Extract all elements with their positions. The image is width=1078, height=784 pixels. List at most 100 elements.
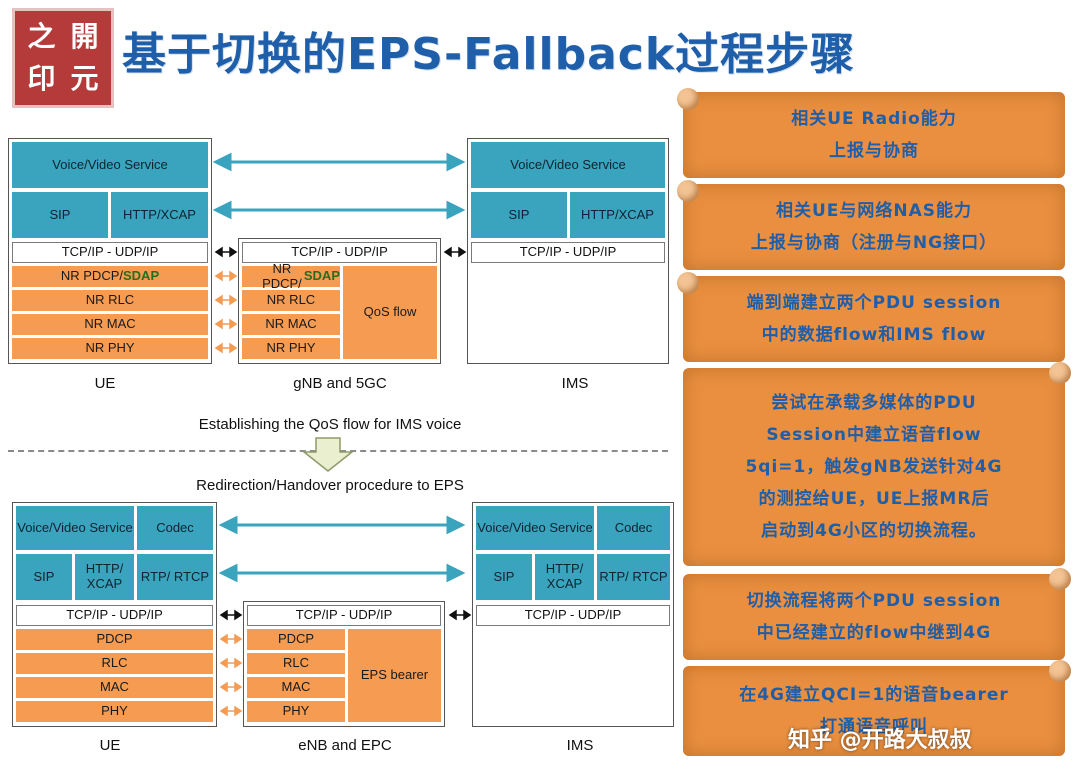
scroll-curl (677, 88, 699, 110)
scroll-curl (677, 272, 699, 294)
gnb-nr-pdcp-sdap: NR PDCP/SDAP (242, 261, 340, 290)
ue-mac: MAC (16, 677, 213, 698)
ue-sdap-label: SDAP (123, 268, 160, 284)
ue-http-xcap-bottom: HTTP/ XCAP (75, 554, 134, 600)
step-5-line-2: 中已经建立的flow中继到4G (756, 623, 992, 643)
ims-sip-bottom: SIP (476, 554, 532, 600)
ue-nr-pdcp-sdap: NR PDCP/SDAP (12, 266, 208, 287)
step-banner-4: 尝试在承载多媒体的PDU Session中建立语音flow 5qi=1，触发gN… (683, 362, 1071, 566)
ims-tcp-udp: TCP/IP - UDP/IP (471, 242, 665, 263)
ue-voice-video-service: Voice/Video Service (12, 142, 208, 188)
scroll-curl (1049, 660, 1071, 682)
top-ims-label: IMS (561, 375, 589, 392)
ims-voice-video-service: Voice/Video Service (471, 142, 665, 188)
enb-stack-frame (243, 601, 445, 727)
enb-eps-bearer: EPS bearer (348, 629, 441, 722)
watermark: 知乎 @开路大叔叔 (788, 728, 972, 753)
ims-voice-video-service-bottom: Voice/Video Service (476, 506, 594, 550)
enb-tcp-udp: TCP/IP - UDP/IP (247, 605, 441, 626)
ue-http-xcap: HTTP/XCAP (111, 192, 208, 238)
step-3-line-1: 端到端建立两个PDU session (746, 293, 1002, 313)
scroll-curl (1049, 362, 1071, 384)
step-banner-2: 相关UE与网络NAS能力 上报与协商（注册与NG接口） (677, 180, 1065, 270)
gnb-nr-phy: NR PHY (242, 338, 340, 359)
step-4-line-2: Session中建立语音flow (766, 425, 982, 445)
ims-sip: SIP (471, 192, 567, 238)
scroll-curl (1049, 568, 1071, 590)
gnb-sdap-label: SDAP (303, 268, 340, 284)
top-caption: Establishing the QoS flow for IMS voice (198, 416, 462, 433)
step-1-line-2: 上报与协商 (829, 141, 919, 161)
gnb-nr-rlc: NR RLC (242, 290, 340, 311)
gnb-nr-mac: NR MAC (242, 314, 340, 335)
top-radio-arrows (214, 270, 238, 354)
ue-tcp-udp: TCP/IP - UDP/IP (12, 242, 208, 263)
step-6-line-2: 打通语音呼叫 (820, 717, 928, 737)
bottom-service-arrow (218, 515, 466, 535)
logo-char: 印 (27, 62, 56, 95)
top-tcp-arrow-left (214, 246, 238, 258)
logo: 之 開 印 元 (12, 8, 114, 108)
step-banner-3: 端到端建立两个PDU session 中的数据flow和IMS flow (677, 272, 1065, 362)
bottom-ue-label: UE (99, 737, 121, 754)
ue-stack-frame-bottom (12, 502, 217, 727)
ims-http-xcap: HTTP/XCAP (570, 192, 665, 238)
bottom-enb-label: eNB and EPC (298, 737, 392, 754)
gnb-tcp-udp: TCP/IP - UDP/IP (242, 242, 437, 263)
bottom-sip-arrow (218, 563, 466, 583)
scroll-curl (677, 180, 699, 202)
logo-char: 開 (70, 20, 99, 53)
down-arrow-icon (301, 437, 355, 472)
ims-http-xcap-bottom: HTTP/ XCAP (535, 554, 594, 600)
top-ue-label: UE (94, 375, 116, 392)
ims-codec: Codec (597, 506, 670, 550)
bottom-tcp-arrow-left (219, 609, 243, 621)
enb-pdcp: PDCP (247, 629, 345, 650)
top-connector-arrows (212, 152, 467, 354)
bottom-ims-label: IMS (566, 737, 594, 754)
step-2-line-1: 相关UE与网络NAS能力 (775, 201, 973, 221)
ue-stack-frame (8, 138, 212, 364)
step-banner-6: 在4G建立QCI=1的语音bearer 打通语音呼叫 (683, 660, 1071, 756)
ue-tcp-udp-bottom: TCP/IP - UDP/IP (16, 605, 213, 626)
ims-rtp-rtcp: RTP/ RTCP (597, 554, 670, 600)
bottom-caption: Redirection/Handover procedure to EPS (196, 477, 464, 494)
gnb-stack-frame (238, 238, 441, 364)
ue-pdcp: PDCP (16, 629, 213, 650)
step-1-line-1: 相关UE Radio能力 (791, 109, 957, 129)
step-banner-1: 相关UE Radio能力 上报与协商 (677, 88, 1065, 178)
logo-char: 之 (27, 20, 56, 53)
top-sip-arrow (212, 200, 466, 220)
logo-char: 元 (70, 62, 99, 95)
ue-nr-phy: NR PHY (12, 338, 208, 359)
page-title: 基于切换的EPS-Fallback过程步骤 (122, 29, 856, 80)
ue-sip: SIP (12, 192, 108, 238)
step-5-line-1: 切换流程将两个PDU session (746, 591, 1002, 611)
top-service-arrow (212, 152, 466, 172)
step-4-line-5: 启动到4G小区的切换流程。 (761, 521, 987, 541)
bottom-tcp-arrow-right (448, 609, 472, 621)
ue-sip-bottom: SIP (16, 554, 72, 600)
step-4-line-3: 5qi=1，触发gNB发送针对4G (745, 457, 1003, 477)
enb-rlc: RLC (247, 653, 345, 674)
step-2-line-2: 上报与协商（注册与NG接口） (750, 233, 998, 253)
bottom-connector-arrows (218, 515, 472, 717)
ue-nr-rlc: NR RLC (12, 290, 208, 311)
ims-stack-frame (467, 138, 669, 364)
bottom-radio-arrows (219, 633, 243, 717)
enb-mac: MAC (247, 677, 345, 698)
ue-rlc: RLC (16, 653, 213, 674)
ue-nr-pdcp-label: NR PDCP/ (60, 268, 123, 284)
top-tcp-arrow-right (443, 246, 467, 258)
gnb-qos-flow: QoS flow (343, 266, 437, 359)
ue-rtp-rtcp: RTP/ RTCP (137, 554, 213, 600)
top-gnb-label: gNB and 5GC (293, 375, 387, 392)
step-3-line-2: 中的数据flow和IMS flow (761, 325, 987, 345)
ims-stack-frame-bottom (472, 502, 674, 727)
enb-phy: PHY (247, 701, 345, 722)
ue-voice-video-service-bottom: Voice/Video Service (16, 506, 134, 550)
step-6-line-1: 在4G建立QCI=1的语音bearer (739, 685, 1009, 705)
ims-tcp-udp-bottom: TCP/IP - UDP/IP (476, 605, 670, 626)
step-4-line-4: 的测控给UE，UE上报MR后 (758, 489, 990, 509)
ue-phy: PHY (16, 701, 213, 722)
